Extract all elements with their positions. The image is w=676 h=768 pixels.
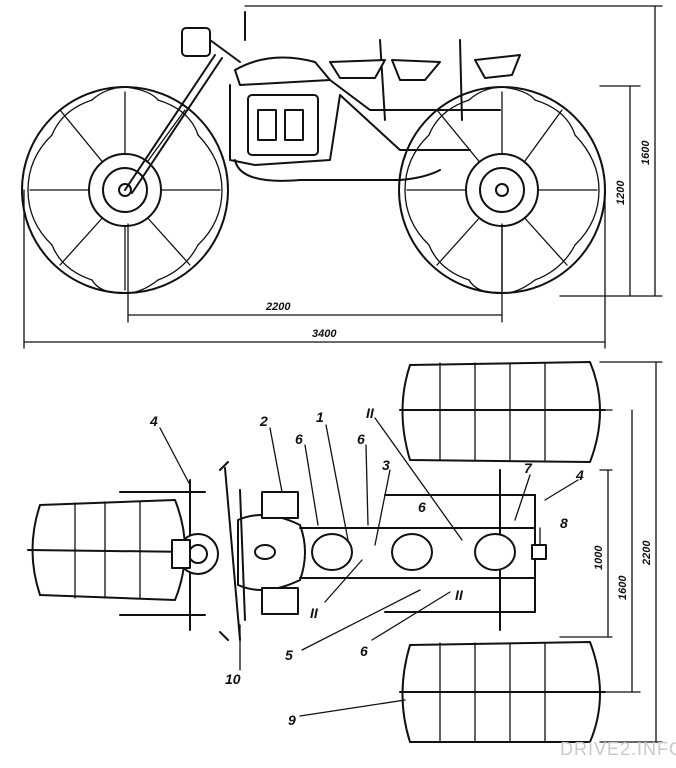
dimension-lines-side (23, 5, 663, 349)
callout-leaders (159, 417, 579, 717)
callout-6-c: 6 (360, 643, 368, 659)
callout-6-a: 6 (295, 431, 303, 447)
dimension-lines-top (559, 361, 663, 743)
rear-tyre-upper-top (399, 361, 606, 463)
dim-wheelbase: 2200 (265, 301, 291, 313)
dim-length: 3400 (312, 328, 337, 340)
frame-side (124, 11, 521, 194)
dim-width: 2200 (641, 540, 653, 566)
top-view: 4 2 1 6 6 3 II 7 4 8 II 5 6 10 9 II 6 10… (27, 361, 663, 743)
chassis-top (119, 461, 547, 641)
dim-axle-height: 1200 (615, 180, 627, 205)
callout-6-d: 6 (418, 499, 426, 515)
dim-height: 1600 (640, 140, 652, 165)
callout-6-b: 6 (357, 431, 365, 447)
callout-1: 1 (316, 409, 324, 425)
callout-4-left: 4 (149, 413, 158, 429)
callout-9: 9 (288, 712, 296, 728)
side-view: 2200 3400 1200 1600 (21, 5, 663, 349)
callout-II-top: II (366, 405, 375, 421)
callout-3: 3 (382, 457, 390, 473)
callout-4-right: 4 (575, 467, 584, 483)
watermark: DRIVE2.INFO (560, 739, 676, 759)
callout-II-mid: II (310, 605, 319, 621)
callout-5: 5 (285, 647, 293, 663)
dim-track: 1600 (617, 575, 629, 600)
rear-tyre-lower-top (399, 641, 606, 743)
callout-2: 2 (259, 413, 268, 429)
callout-II-right: II (455, 587, 464, 603)
front-tyre-top (27, 499, 196, 601)
callout-10: 10 (225, 671, 241, 687)
rear-wheel-side (398, 86, 606, 294)
callout-8: 8 (560, 515, 568, 531)
callout-7: 7 (524, 460, 533, 476)
dim-track-inner: 1000 (593, 545, 605, 570)
